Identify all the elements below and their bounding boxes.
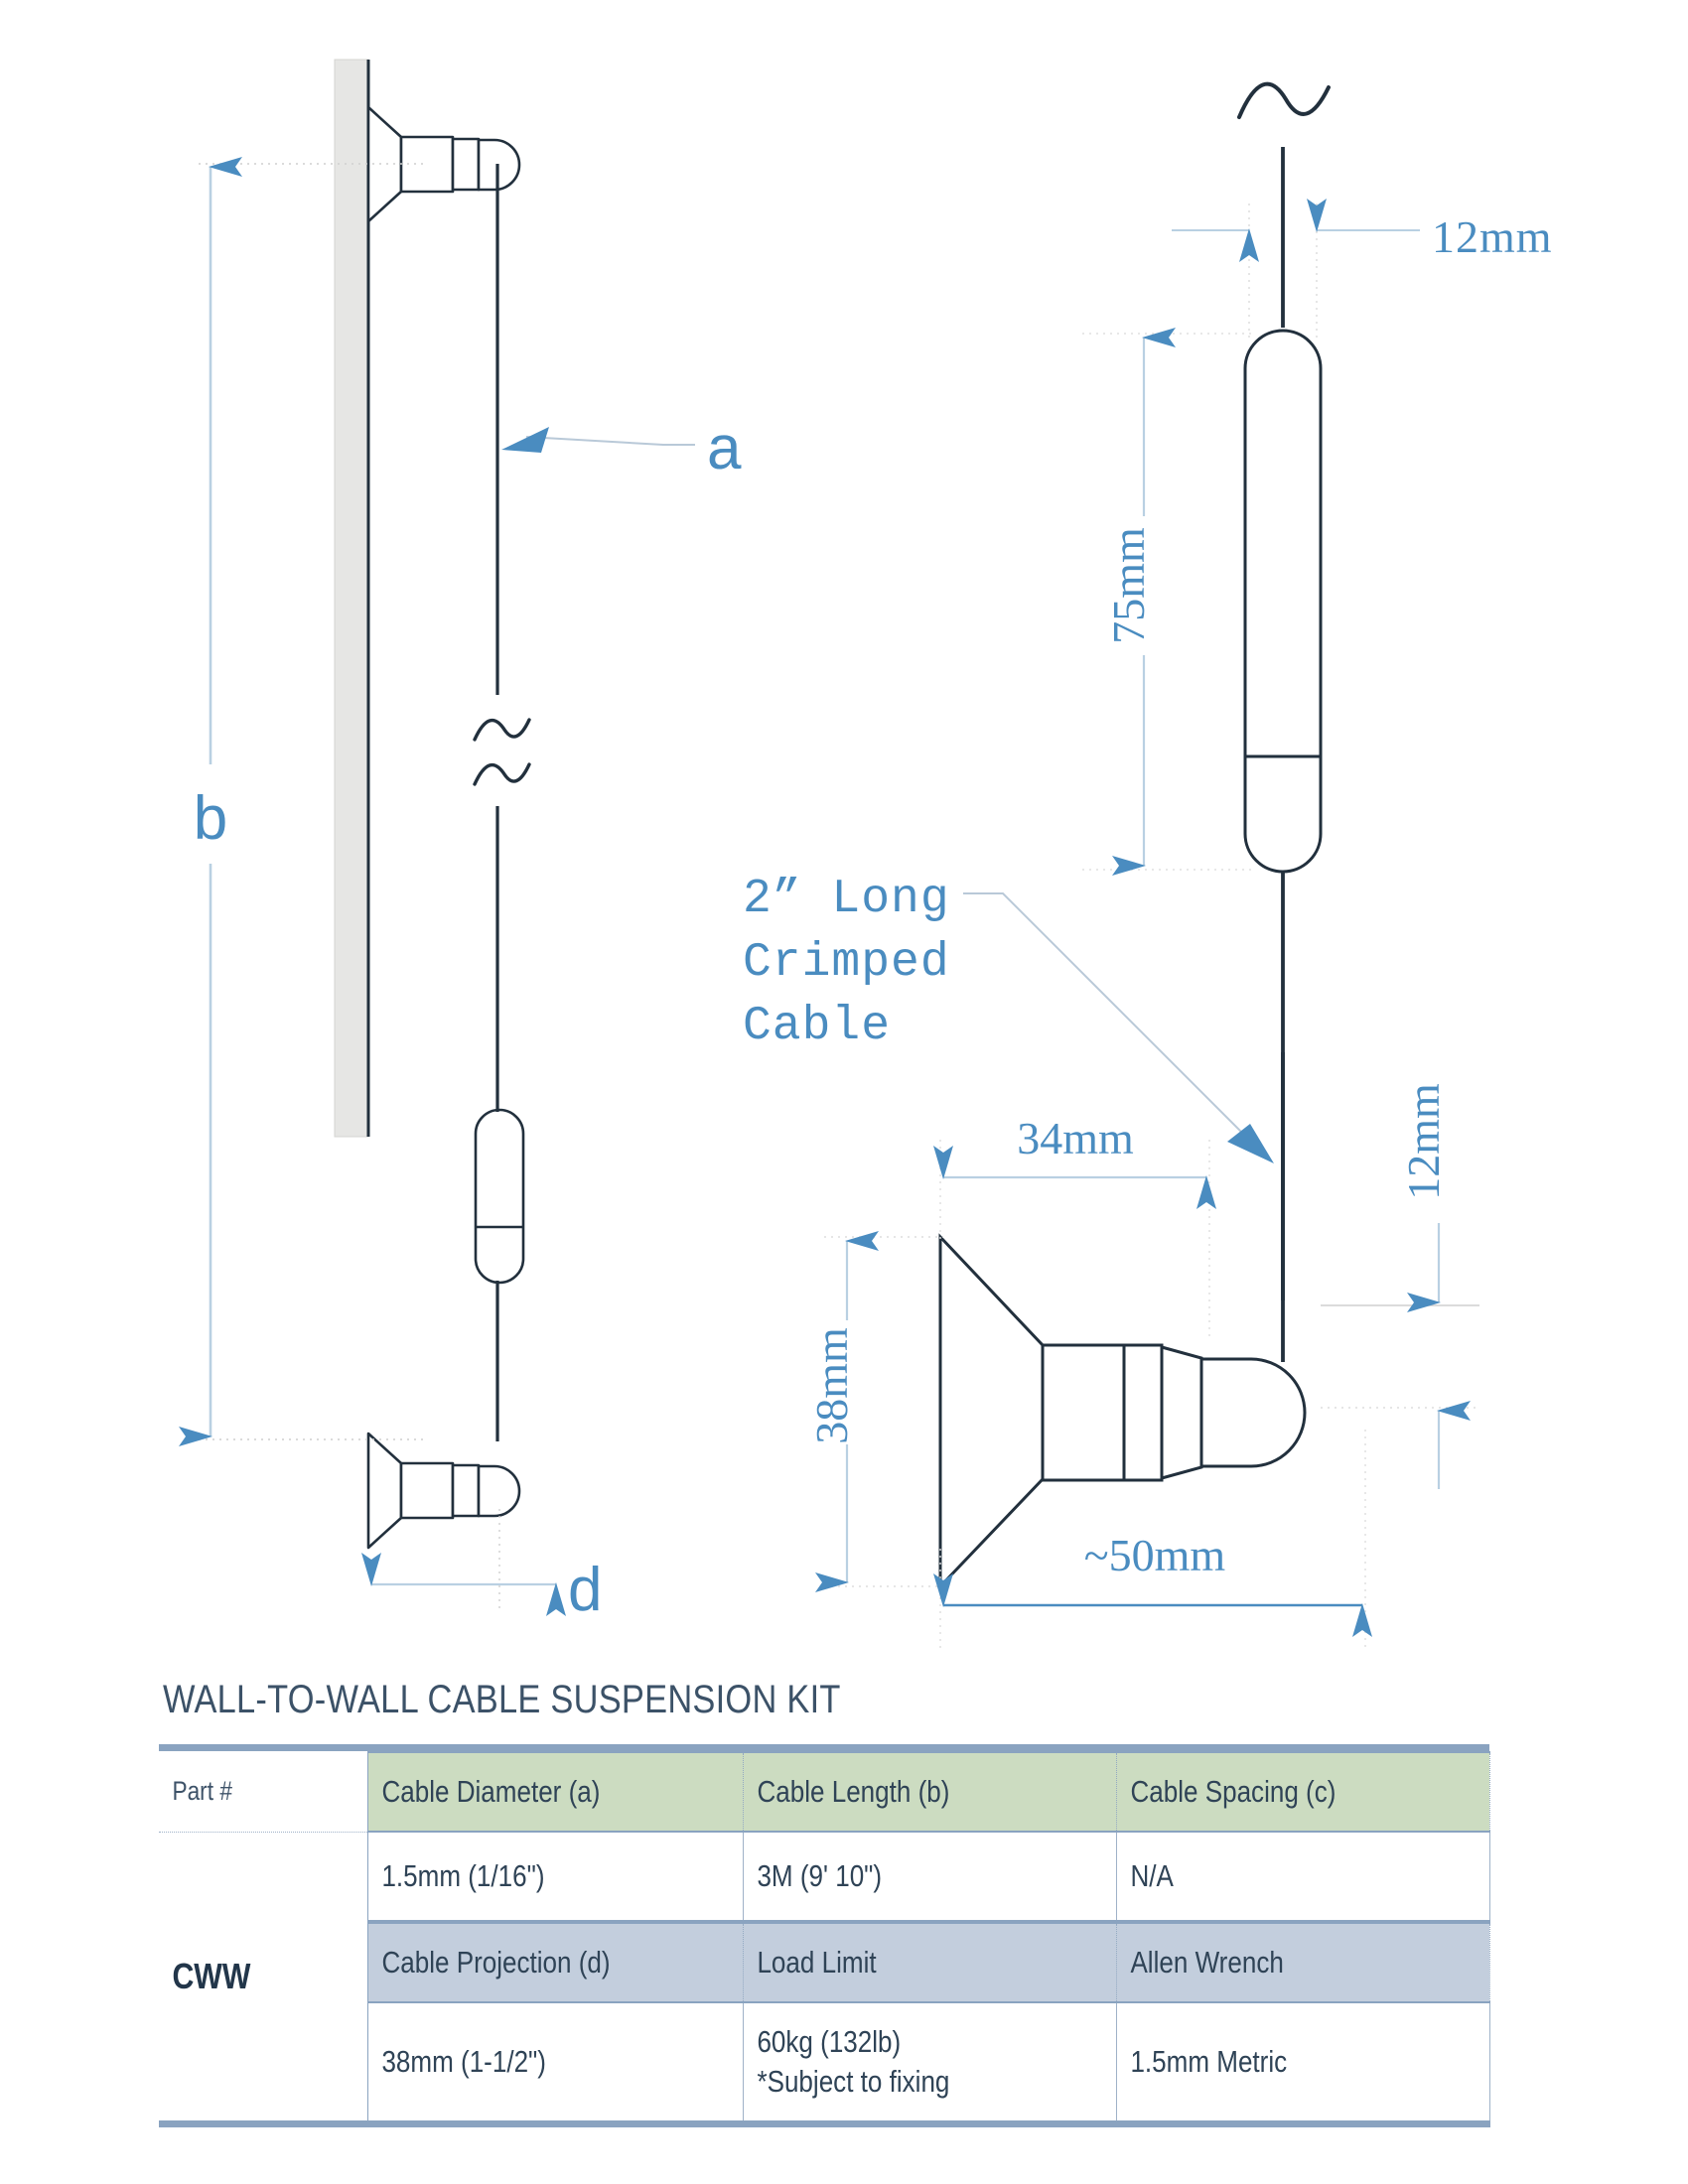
technical-drawing: b a d — [179, 59, 1553, 1648]
leader-arrow-crimped — [1227, 1124, 1274, 1163]
dim-label-fixing-head-38mm: 38mm — [806, 1327, 857, 1444]
part-number: CWW — [172, 1955, 251, 1996]
dimension-fixing-total-50mm: ~50mm — [933, 1430, 1372, 1648]
dimension-fixing-projection-34mm: 34mm — [933, 1113, 1216, 1340]
spec-table: Part # Cable Diameter (a) Cable Length (… — [159, 1744, 1490, 2130]
dim-label-fixing-projection-34mm: 34mm — [1017, 1113, 1134, 1163]
value-allen-wrench-text: 1.5mm Metric — [1129, 2044, 1287, 2079]
cable-grip-body — [474, 1108, 525, 1285]
leader-line-crimped — [963, 892, 1257, 1148]
dimension-cable-projection-d: d — [361, 1509, 602, 1624]
table-top-rule — [159, 1744, 1489, 1754]
table-value-row-2: 38mm (1-1/2") 60kg (132lb) *Subject to f… — [159, 2002, 1490, 2124]
value-cable-projection-text: 38mm (1-1/2") — [380, 2044, 546, 2079]
grip-detail-view: 12mm 75mm — [1082, 81, 1553, 1300]
value-cable-diameter-text: 1.5mm (1/16") — [380, 1858, 545, 1893]
dim-label-fixing-total-50mm: ~50mm — [1084, 1530, 1226, 1580]
wall-surface — [334, 59, 369, 1138]
header-cable-spacing: Cable Spacing (c) — [1116, 1751, 1490, 1833]
header-load-limit: Load Limit — [743, 1920, 1117, 2003]
header-cable-diameter-label: Cable Diameter (a) — [380, 1774, 600, 1809]
header-cable-length: Cable Length (b) — [743, 1751, 1117, 1833]
dim-label-d: d — [568, 1556, 602, 1624]
part-label: Part # — [172, 1776, 232, 1807]
fixing-body — [938, 1233, 1307, 1590]
leader-arrow-a — [501, 427, 549, 453]
table-header-row-1: Part # Cable Diameter (a) Cable Length (… — [159, 1751, 1490, 1833]
spec-title: WALL-TO-WALL CABLE SUSPENSION KIT — [163, 1678, 841, 1721]
grip-body — [1243, 329, 1323, 874]
dimension-cable-length-b: b — [179, 157, 427, 1446]
header-cable-projection: Cable Projection (d) — [367, 1920, 744, 2003]
cable-break-symbol — [473, 718, 531, 786]
header-cable-length-label: Cable Length (b) — [756, 1774, 949, 1809]
value-cable-spacing: N/A — [1116, 1832, 1490, 1923]
table-header-row-2: Cable Projection (d) Load Limit Allen Wr… — [159, 1920, 1490, 2003]
table-value-row-1: CWW 1.5mm (1/16") 3M (9' 10") N/A — [159, 1832, 1490, 2124]
bottom-wall-fixing — [366, 1432, 521, 1550]
part-number-cell: CWW — [159, 1832, 368, 2124]
leader-line-a — [525, 436, 695, 446]
value-cable-length: 3M (9' 10") — [743, 1832, 1117, 1923]
drawing-canvas: b a d — [179, 59, 1553, 1648]
dim-label-a: a — [707, 414, 742, 482]
annotation-crimped-line-1: 2” Long — [743, 873, 950, 926]
value-load-limit-text: 60kg (132lb) — [756, 2024, 901, 2059]
annotation-crimped-cable: 2” Long Crimped Cable — [743, 873, 1274, 1163]
dim-label-grip-gap-12mm: 12mm — [1432, 211, 1553, 262]
value-cable-projection: 38mm (1-1/2") — [367, 2002, 744, 2124]
dim-label-grip-length-75mm: 75mm — [1103, 527, 1154, 644]
annotation-crimped-line-2: Crimped — [743, 936, 950, 990]
grip-cable-break-symbol — [1237, 81, 1331, 119]
header-cable-diameter: Cable Diameter (a) — [367, 1751, 744, 1833]
dimension-grip-gap-top-12mm: 12mm — [1172, 199, 1553, 338]
value-cable-diameter: 1.5mm (1/16") — [367, 1832, 744, 1923]
value-load-limit: 60kg (132lb) *Subject to fixing — [743, 2002, 1117, 2124]
header-cable-projection-label: Cable Projection (d) — [380, 1945, 611, 1979]
dimension-grip-length-75mm: 75mm — [1082, 328, 1253, 876]
value-load-limit-note: *Subject to fixing — [756, 2064, 949, 2099]
value-allen-wrench: 1.5mm Metric — [1116, 2002, 1490, 2124]
dim-label-grip-to-fixing-12mm: 12mm — [1398, 1083, 1449, 1200]
leader-cable-diameter-a: a — [501, 414, 742, 482]
dimension-fixing-head-38mm: 38mm — [806, 1231, 943, 1592]
dim-label-b: b — [194, 784, 227, 853]
header-allen-wrench: Allen Wrench — [1116, 1920, 1490, 2003]
table-bottom-rule — [159, 2120, 1489, 2130]
header-load-limit-label: Load Limit — [756, 1945, 877, 1979]
value-cable-spacing-text: N/A — [1129, 1858, 1174, 1893]
header-cable-spacing-label: Cable Spacing (c) — [1129, 1774, 1336, 1809]
fixing-detail-view: 34mm 38mm ~50mm — [743, 873, 1479, 1648]
dimension-grip-to-fixing-12mm: 12mm — [1321, 1083, 1479, 1489]
part-label-cell: Part # — [159, 1752, 368, 1833]
left-assembly-view: b a d — [179, 59, 742, 1624]
value-cable-length-text: 3M (9' 10") — [756, 1858, 882, 1893]
spec-section: WALL-TO-WALL CABLE SUSPENSION KIT Part #… — [159, 1678, 1490, 2130]
header-allen-wrench-label: Allen Wrench — [1129, 1945, 1284, 1979]
annotation-crimped-line-3: Cable — [743, 1000, 891, 1053]
